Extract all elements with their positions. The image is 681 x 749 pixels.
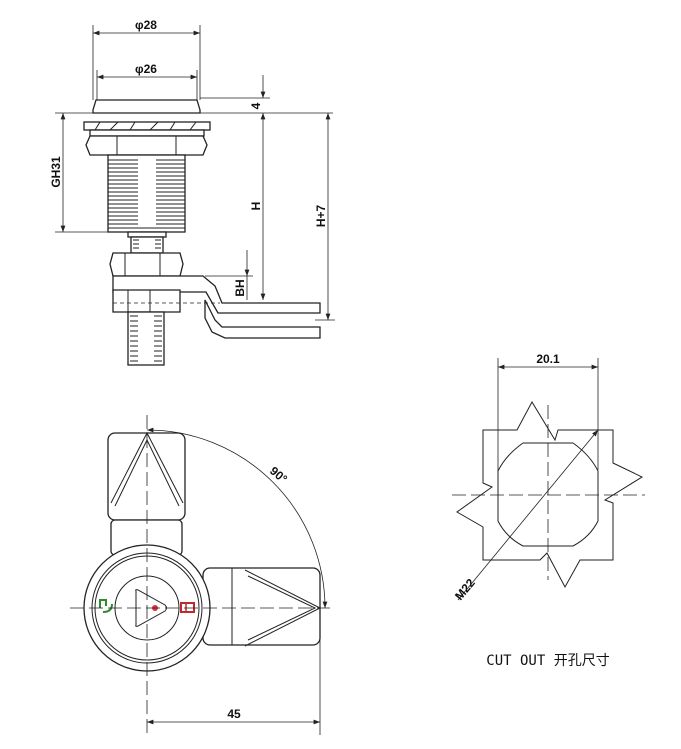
cutout-caption: CUT OUT 开孔尺寸 <box>486 653 609 669</box>
dim-outer-diameter: φ28 <box>135 18 157 32</box>
dim-width: 20.1 <box>536 352 560 366</box>
dim-angle: 90° <box>267 464 290 487</box>
top-view: 90° 45 <box>70 415 330 735</box>
side-view: φ28 φ26 GH31 4 H <box>49 18 335 366</box>
thread-lines <box>108 157 185 225</box>
dim-height-plus: H+7 <box>314 205 328 228</box>
dim-cap-height: 4 <box>249 102 263 109</box>
unlock-icon <box>99 599 113 613</box>
dim-grip: GH31 <box>49 156 63 188</box>
dim-length: 45 <box>227 707 241 721</box>
dim-inner-diameter: φ26 <box>135 62 157 76</box>
cutout-view: 20.1 M22 CUT OUT 开孔尺寸 <box>452 352 645 669</box>
dim-bh: BH <box>233 279 247 296</box>
dim-height: H <box>249 202 263 211</box>
